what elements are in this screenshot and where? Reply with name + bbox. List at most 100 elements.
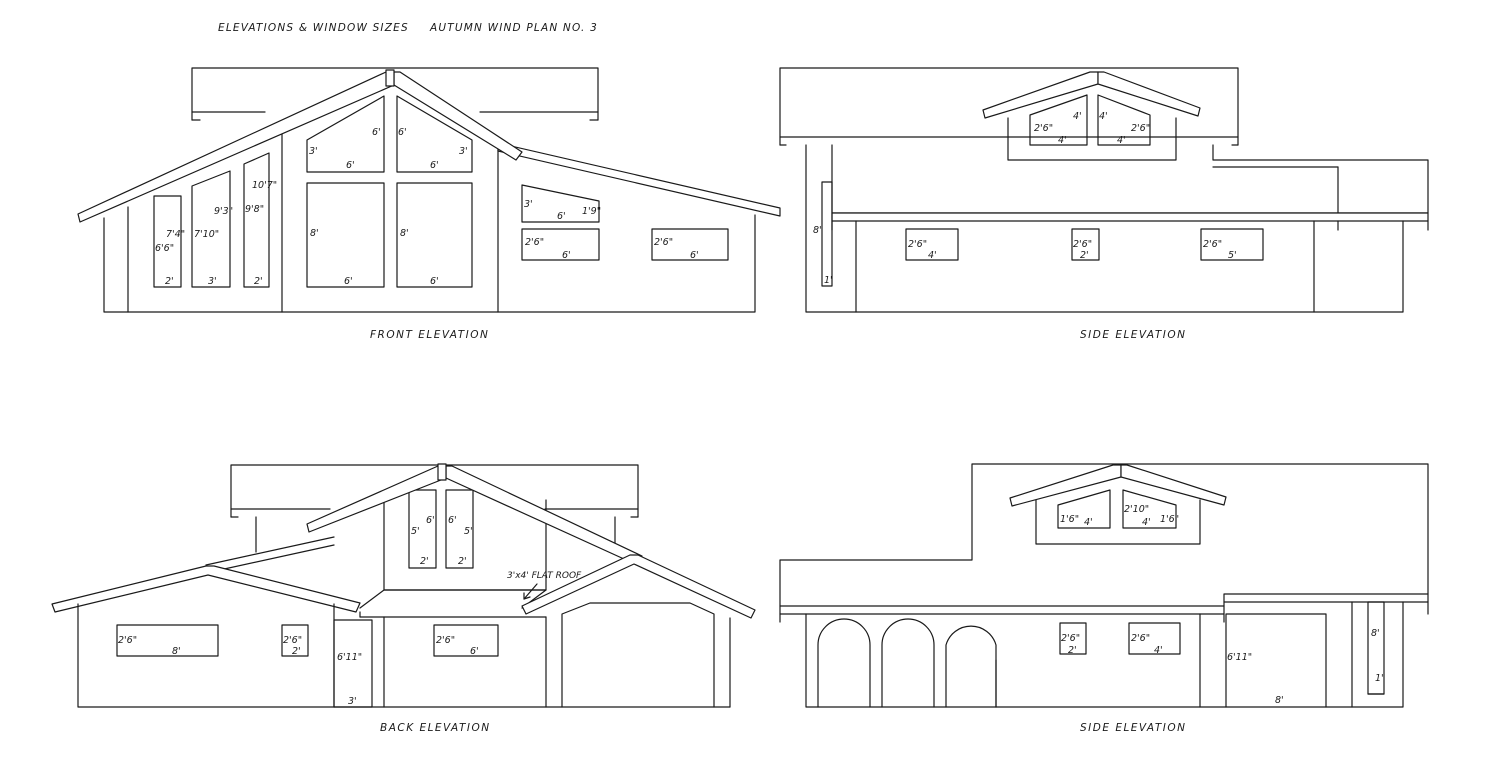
side1-window-1 <box>905 228 959 261</box>
dim-text: 1'6" <box>1160 514 1179 525</box>
front-window-2 <box>191 170 231 288</box>
dim-text: 8' <box>310 228 319 239</box>
dim-text: 2'10" <box>1124 504 1149 515</box>
side2-window-2 <box>1128 622 1181 655</box>
dim-text: 7'4" <box>166 229 185 240</box>
dim-text: 5' <box>411 526 420 537</box>
dim-text: 2' <box>1068 645 1077 656</box>
dim-text: 8' <box>1275 695 1284 706</box>
dim-text: 6'6" <box>155 243 174 254</box>
dim-text: 3' <box>208 276 217 287</box>
back-elevation-caption: BACK ELEVATION <box>380 722 491 734</box>
back-elevation: 3'x4' FLAT ROOF 5' 6' 2' 6' 5' 2' 2'6" 8… <box>51 463 756 708</box>
side2-window-1 <box>1059 622 1087 655</box>
back-garage-opening <box>561 602 715 708</box>
dim-text: 4' <box>1154 645 1163 656</box>
dim-text: 8' <box>1371 628 1380 639</box>
front-main-roof-left <box>77 71 395 223</box>
dim-text: 5' <box>1228 250 1237 261</box>
dim-text: 6' <box>430 160 439 171</box>
dim-text: 6' <box>557 211 566 222</box>
dim-text: 8' <box>172 646 181 657</box>
side2-arch-1 <box>817 618 871 708</box>
dim-text: 2' <box>254 276 263 287</box>
side-elevation-2: 1'6" 4' 2'10" 4' 1'6" 2'6" 2' 2'6" 4' 6'… <box>779 463 1429 708</box>
dim-text: 6' <box>346 160 355 171</box>
dim-text: 2'6" <box>1073 239 1092 250</box>
back-right-wing-roof <box>521 554 756 619</box>
dim-text: 2'6" <box>525 237 544 248</box>
dim-text: 1' <box>1375 673 1384 684</box>
dim-text: 6' <box>372 127 381 138</box>
dim-text: 6' <box>344 276 353 287</box>
dim-text: 3' <box>348 696 357 707</box>
dim-text: 2'6" <box>283 635 302 646</box>
dim-text: 9'3" <box>214 206 233 217</box>
front-shed-roof <box>497 142 781 217</box>
flat-roof-arrow <box>523 583 538 600</box>
side1-upper-roof <box>779 67 1239 146</box>
side-elevation-2-caption: SIDE ELEVATION <box>1080 722 1186 734</box>
side2-arch-2 <box>881 618 935 708</box>
dim-text: 4' <box>1058 135 1067 146</box>
back-left-wing-roof <box>51 565 361 613</box>
front-wing-window-upper <box>521 184 600 223</box>
plan-name: AUTUMN WIND PLAN NO. 3 <box>429 22 598 34</box>
front-window-1 <box>153 195 182 288</box>
front-lower-window-left <box>306 182 385 288</box>
dim-text: 4' <box>1073 111 1082 122</box>
dim-text: 1'9" <box>582 206 601 217</box>
dim-text: 4' <box>1084 517 1093 528</box>
back-window-1 <box>116 624 219 657</box>
dim-text: 6'11" <box>1227 652 1252 663</box>
dim-text: 7'10" <box>194 229 219 240</box>
dim-text: 3' <box>524 199 533 210</box>
dim-text: 2'6" <box>1131 633 1150 644</box>
dim-text: 9'8" <box>245 204 264 215</box>
dim-text: 6' <box>448 515 457 526</box>
back-gable-window-right <box>445 489 474 569</box>
dim-text: 2'6" <box>654 237 673 248</box>
front-lower-window-right <box>396 182 473 288</box>
dim-text: 2'6" <box>1131 123 1150 134</box>
dim-text: 1' <box>824 275 833 286</box>
dim-text: 6' <box>426 515 435 526</box>
dim-text: 2'6" <box>1034 123 1053 134</box>
side2-dormer-roof <box>1009 464 1122 507</box>
dim-text: 8' <box>400 228 409 239</box>
dim-text: 2'6" <box>1061 633 1080 644</box>
dim-text: 8' <box>813 225 822 236</box>
side1-window-2 <box>1071 228 1100 261</box>
dim-text: 4' <box>1099 111 1108 122</box>
side2-dormer-window-right <box>1122 489 1177 529</box>
dim-text: 6' <box>470 646 479 657</box>
dim-text: 3' <box>309 146 318 157</box>
back-window-3 <box>433 624 499 657</box>
dim-text: 4' <box>928 250 937 261</box>
side1-window-3 <box>1200 228 1264 261</box>
dim-text: 6' <box>690 250 699 261</box>
dim-text: 2'6" <box>1203 239 1222 250</box>
dim-text: 1'6" <box>1060 514 1079 525</box>
sheet-title: ELEVATIONS & WINDOW SIZES <box>218 22 409 34</box>
front-window-3 <box>243 152 270 288</box>
dim-text: 6' <box>430 276 439 287</box>
dim-text: 2' <box>292 646 301 657</box>
front-gable-window-left <box>306 95 385 173</box>
dim-text: 2'6" <box>118 635 137 646</box>
front-elevation-caption: FRONT ELEVATION <box>370 329 489 341</box>
back-gable-window-left <box>408 489 437 569</box>
side2-garage-door <box>1225 613 1327 708</box>
front-wing-window-lower <box>521 228 600 261</box>
side1-dormer-window-left <box>1029 94 1088 146</box>
dim-text: 6'11" <box>337 652 362 663</box>
side-elevation-1-caption: SIDE ELEVATION <box>1080 329 1186 341</box>
dim-text: 10'7" <box>252 180 277 191</box>
dim-text: 2' <box>420 556 429 567</box>
back-window-2 <box>281 624 309 657</box>
side1-column <box>821 181 833 287</box>
side1-dormer-window-right <box>1097 94 1151 146</box>
front-wing-window-right <box>651 228 729 261</box>
dim-text: 6' <box>562 250 571 261</box>
